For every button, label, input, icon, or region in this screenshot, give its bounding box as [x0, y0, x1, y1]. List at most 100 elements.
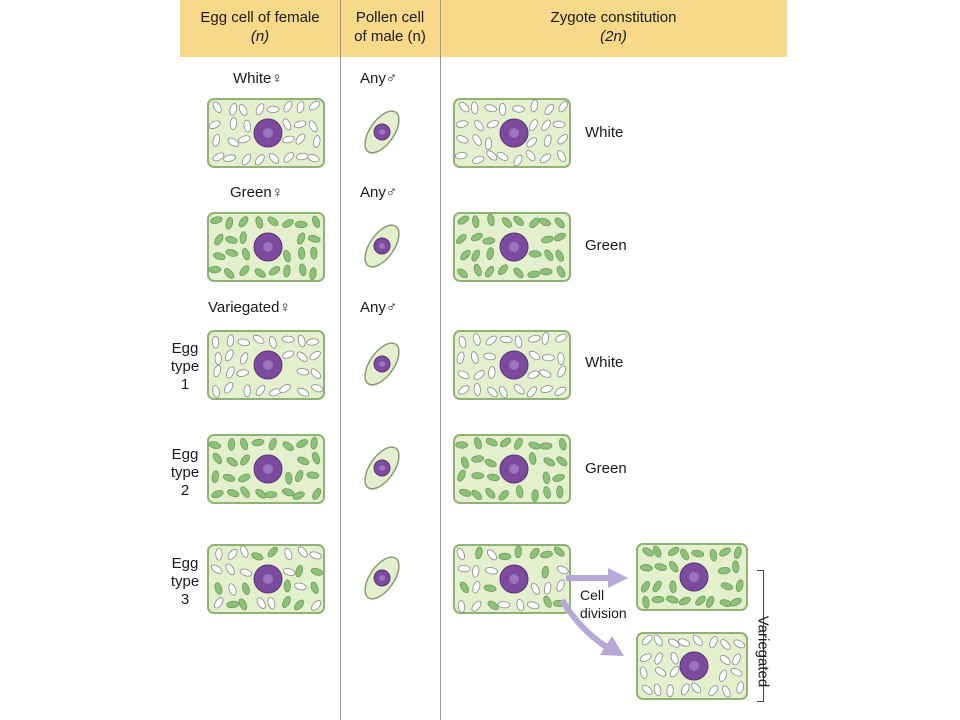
nucleolus	[689, 572, 699, 582]
green-plastid	[242, 247, 250, 261]
white-plastid	[223, 382, 234, 394]
arrow-to-green-head	[608, 568, 628, 588]
white-plastid	[236, 369, 249, 377]
white-plastid	[473, 370, 485, 381]
white-plastid	[239, 568, 253, 577]
nucleolus	[509, 128, 519, 138]
green-plastid	[212, 452, 223, 465]
white-plastid	[555, 333, 568, 343]
green-plastid	[552, 473, 565, 482]
white-plastid	[243, 384, 251, 398]
green-plastid	[640, 564, 653, 572]
green-plastid	[457, 215, 470, 225]
white-plastid	[455, 120, 469, 128]
white-plastid	[240, 545, 249, 558]
green-plastid	[543, 595, 552, 608]
white-plastid	[225, 349, 234, 362]
green-plastid	[666, 595, 679, 604]
green-plastid	[240, 454, 250, 466]
green-plastid	[226, 600, 240, 609]
cell-division-arrows	[559, 568, 628, 656]
green-plastid	[667, 546, 680, 557]
nucleolus	[263, 464, 273, 474]
white-plastid	[225, 563, 235, 575]
white-plastid	[458, 385, 470, 395]
green-plastid	[498, 552, 512, 561]
green-plastid	[310, 581, 319, 594]
white-plastid	[212, 134, 221, 147]
daughter-cell-white	[636, 632, 748, 700]
green-plastid	[251, 438, 265, 447]
white-plastid	[485, 335, 497, 346]
header-zygote-sub: (2n)	[600, 28, 627, 45]
white-plastid	[283, 568, 296, 576]
green-plastid	[497, 264, 509, 276]
white-plastid	[296, 367, 310, 376]
white-plastid	[472, 333, 481, 346]
white-plastid	[457, 564, 471, 573]
green-plastid	[295, 564, 304, 578]
white-plastid	[484, 104, 497, 113]
white-plastid	[215, 547, 223, 561]
white-plastid	[212, 152, 225, 162]
white-plastid	[470, 101, 479, 115]
white-plastid	[709, 636, 718, 649]
white-plastid	[214, 352, 222, 365]
green-plastid	[214, 233, 224, 246]
green-plastid	[282, 219, 294, 228]
white-plastid	[722, 685, 731, 698]
white-plastid	[483, 352, 497, 361]
green-plastid	[242, 582, 250, 596]
green-plastid	[471, 489, 483, 501]
green-plastid	[498, 490, 509, 501]
green-plastid	[312, 488, 322, 500]
green-plastid	[240, 486, 250, 498]
zygote-cell-white-2	[453, 330, 571, 400]
white-plastid	[228, 583, 237, 596]
green-plastid	[227, 438, 236, 451]
green-plastid	[472, 215, 480, 229]
cell-division-line1: Cell	[580, 587, 605, 603]
green-plastid	[471, 249, 480, 262]
female-label-green: Green♀	[230, 184, 283, 201]
green-plastid	[282, 596, 291, 608]
white-plastid	[530, 99, 539, 113]
white-plastid	[310, 368, 321, 379]
green-plastid	[264, 491, 278, 499]
white-plastid	[641, 634, 653, 646]
white-plastid	[308, 100, 321, 111]
green-plastid	[223, 268, 235, 279]
white-plastid	[691, 682, 702, 694]
green-plastid	[251, 552, 264, 561]
green-plastid	[705, 595, 715, 608]
green-plastid	[514, 545, 522, 559]
white-plastid	[295, 133, 306, 145]
green-plastid	[482, 237, 496, 245]
white-plastid	[282, 118, 292, 131]
egg-type-1-word: Egg	[171, 340, 199, 357]
arrow-to-white-shaft	[559, 598, 610, 651]
green-plastid	[483, 584, 497, 592]
table-header	[180, 0, 787, 57]
white-plastid	[229, 103, 238, 116]
white-plastid	[541, 332, 550, 345]
green-plastid	[541, 565, 549, 579]
green-plastid	[240, 437, 249, 451]
daughter-cell-green	[636, 543, 748, 611]
green-plastid	[556, 485, 564, 499]
green-plastid	[283, 249, 291, 263]
white-plastid	[471, 600, 482, 612]
green-plastid	[294, 220, 308, 229]
green-plastid	[543, 486, 551, 499]
white-plastid	[557, 352, 565, 365]
pollen-nucleolus	[379, 575, 385, 581]
white-plastid	[293, 120, 307, 129]
green-plastid	[642, 547, 654, 557]
white-plastid	[497, 601, 511, 609]
white-plastid	[281, 335, 295, 343]
green-plastid	[527, 270, 541, 278]
white-plastid	[311, 600, 322, 611]
egg-cell-type-3	[207, 544, 325, 614]
green-plastid	[669, 580, 677, 594]
green-plastid	[239, 231, 247, 245]
